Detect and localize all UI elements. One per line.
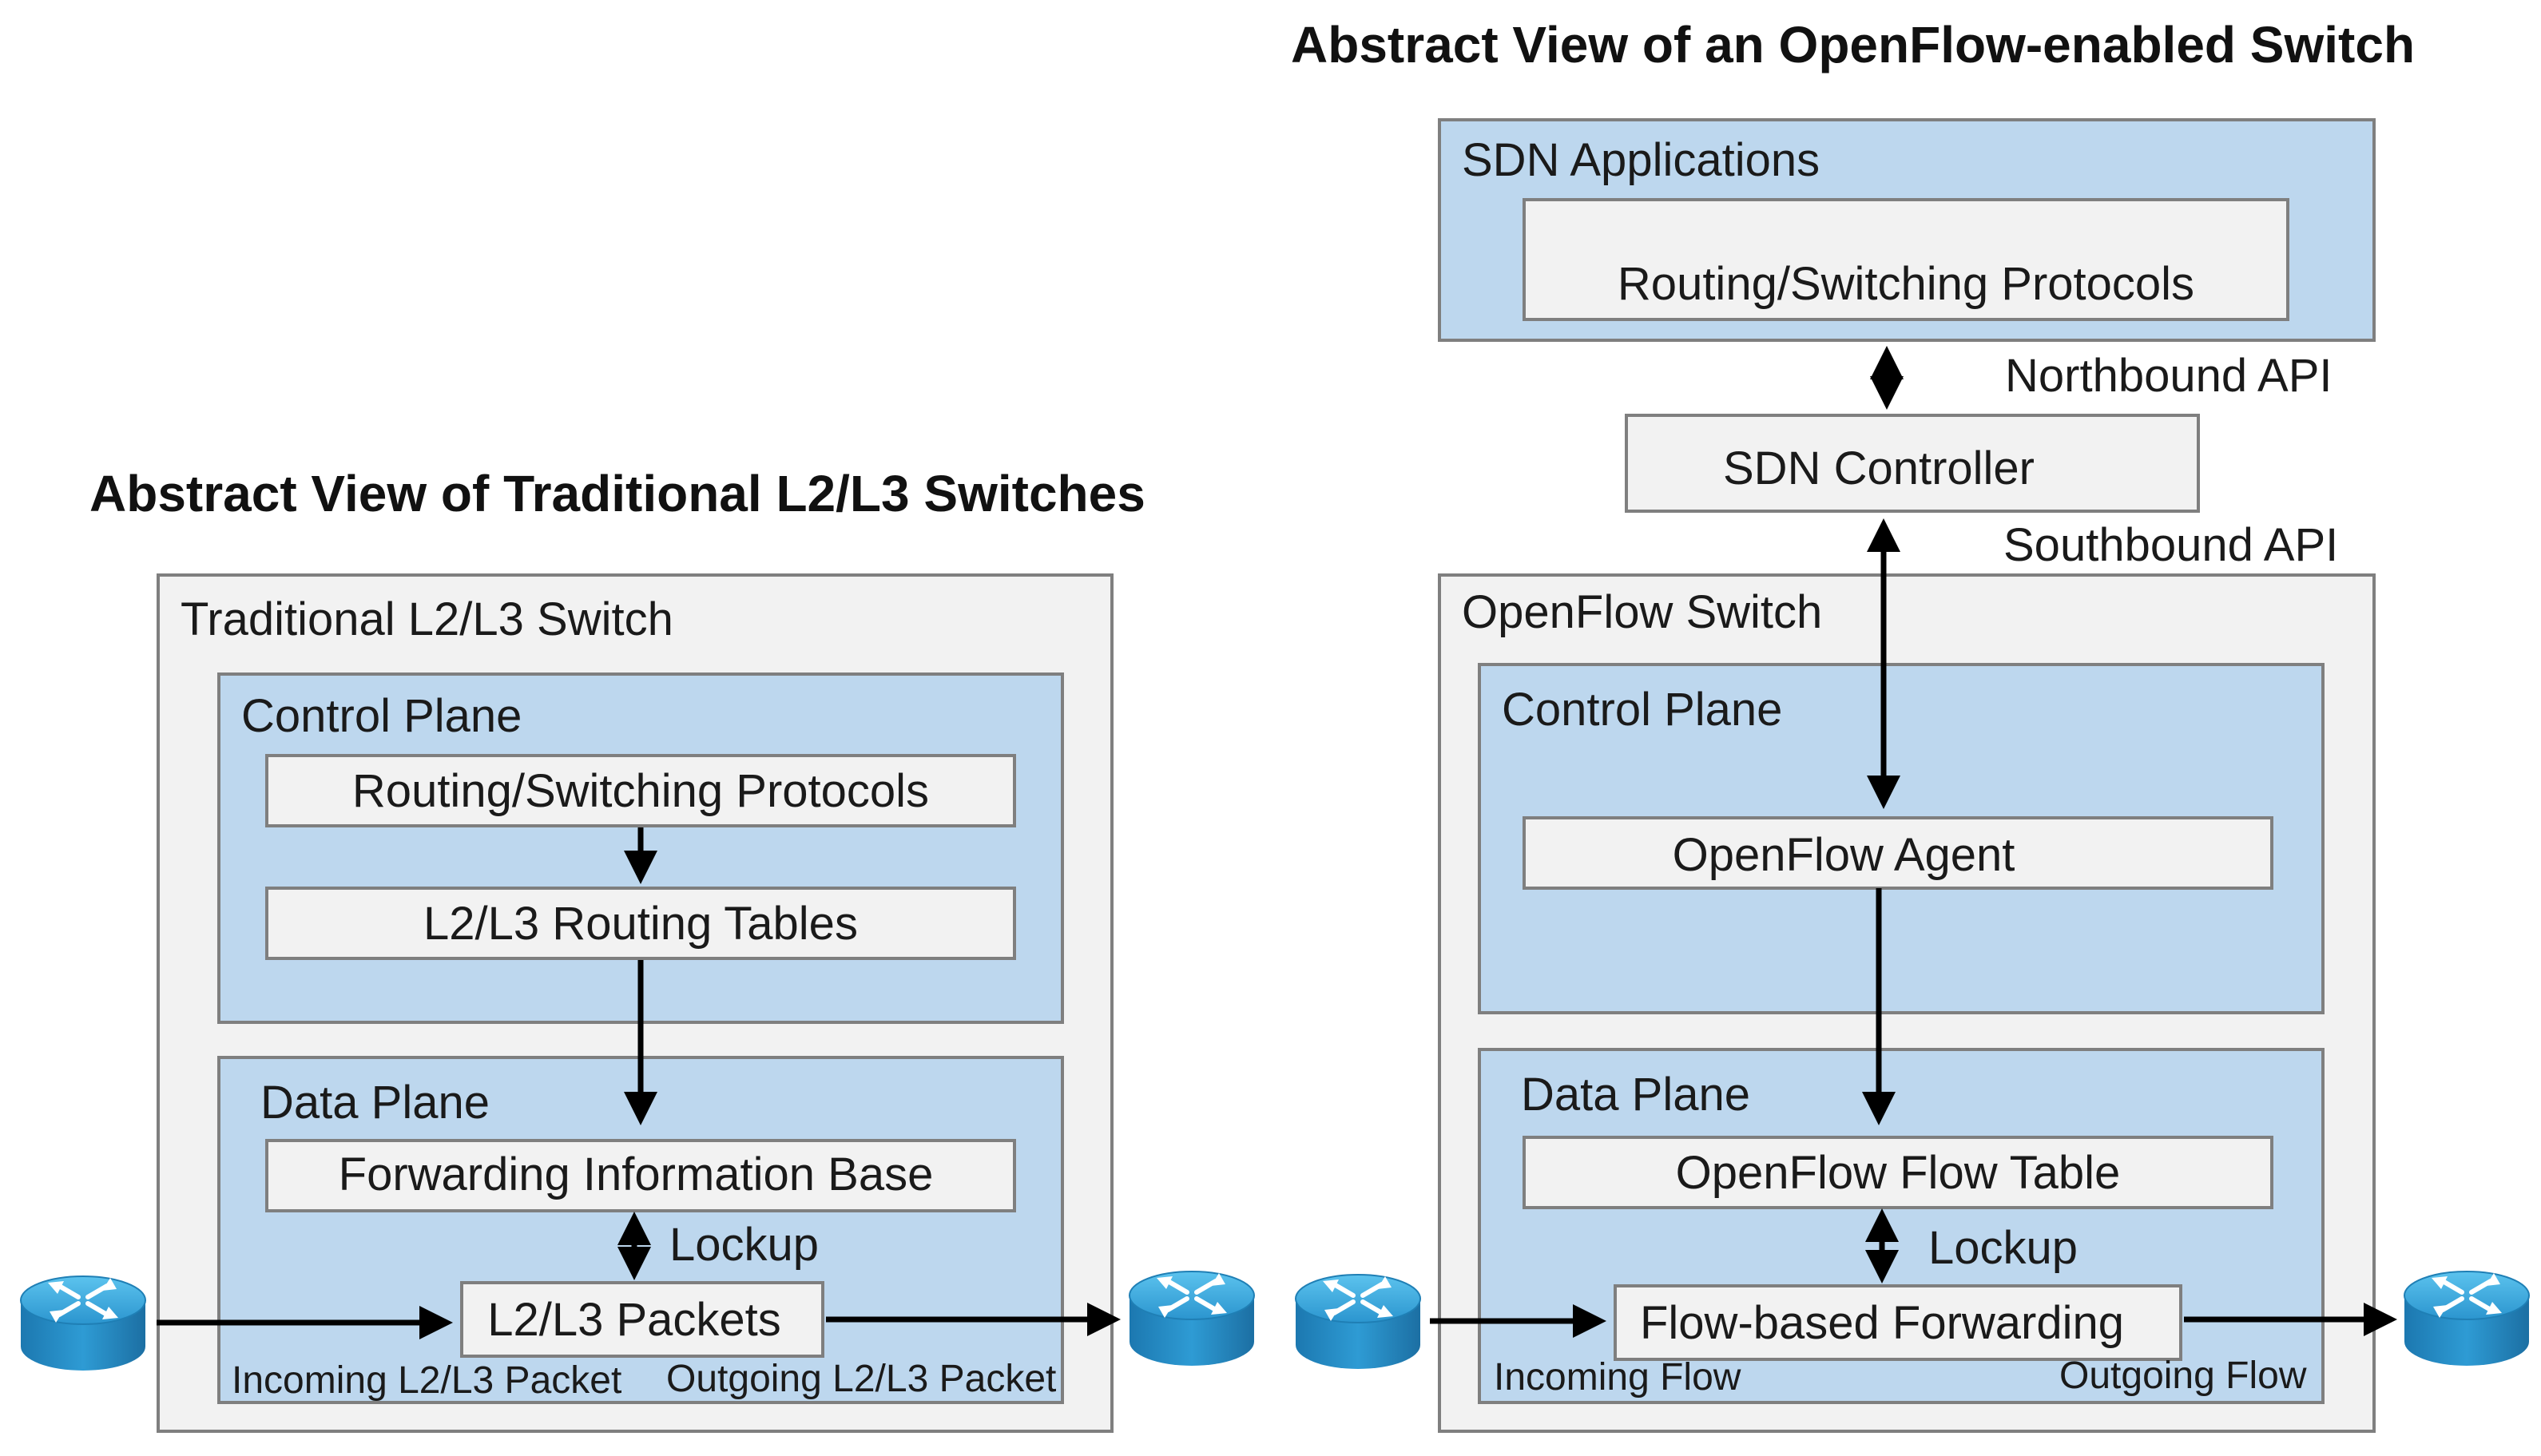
- openflow-title: Abstract View of an OpenFlow-enabled Swi…: [1291, 16, 2415, 73]
- openflow-switch-label: OpenFlow Switch: [1462, 586, 1822, 638]
- router-icon: [1296, 1275, 1420, 1369]
- flow-forwarding-label: Flow-based Forwarding: [1640, 1297, 2124, 1349]
- openflow-control-plane-label: Control Plane: [1502, 684, 1782, 736]
- traditional-switch-label: Traditional L2/L3 Switch: [181, 593, 673, 645]
- traditional-fib-box: [265, 1139, 1016, 1212]
- traditional-incoming-label: Incoming L2/L3 Packet: [232, 1359, 621, 1402]
- traditional-title: Abstract View of Traditional L2/L3 Switc…: [89, 465, 1145, 522]
- router-icon: [21, 1276, 145, 1371]
- flow-forwarding-box: [1614, 1284, 2182, 1361]
- traditional-routing-protocols-box: [265, 754, 1016, 827]
- outgoing-flow-label: Outgoing Flow: [2059, 1355, 2307, 1397]
- traditional-routing-tables-box: [265, 887, 1016, 960]
- openflow-agent-label: OpenFlow Agent: [1673, 829, 2015, 881]
- openflow-flow-table-box: [1523, 1136, 2273, 1209]
- traditional-routing-tables-label: L2/L3 Routing Tables: [423, 898, 858, 950]
- sdn-controller-label: SDN Controller: [1723, 442, 2035, 494]
- traditional-data-plane-label: Data Plane: [260, 1077, 490, 1129]
- sdn-controller-box: [1625, 414, 2200, 513]
- traditional-routing-protocols-label: Routing/Switching Protocols: [352, 765, 929, 817]
- openflow-routing-protocols-label: Routing/Switching Protocols: [1618, 258, 2194, 310]
- incoming-flow-label: Incoming Flow: [1494, 1356, 1741, 1398]
- openflow-lockup-label: Lockup: [1928, 1222, 2078, 1274]
- traditional-packets-box: [460, 1281, 824, 1358]
- router-icon: [1130, 1272, 1254, 1366]
- openflow-data-plane-label: Data Plane: [1521, 1069, 1750, 1121]
- router-icon: [2404, 1272, 2529, 1366]
- sdn-applications-label: SDN Applications: [1462, 134, 1820, 186]
- traditional-control-plane-label: Control Plane: [241, 690, 522, 742]
- northbound-api-label: Northbound API: [2005, 350, 2333, 402]
- traditional-outgoing-label: Outgoing L2/L3 Packet: [666, 1358, 1056, 1400]
- openflow-flow-table-label: OpenFlow Flow Table: [1676, 1147, 2121, 1199]
- openflow-agent-box: [1523, 816, 2273, 890]
- openflow-routing-protocols-box: [1523, 198, 2289, 321]
- traditional-fib-label: Forwarding Information Base: [339, 1149, 934, 1200]
- traditional-packets-label: L2/L3 Packets: [487, 1294, 781, 1346]
- traditional-lockup-label: Lockup: [669, 1219, 819, 1271]
- southbound-api-label: Southbound API: [2003, 519, 2338, 571]
